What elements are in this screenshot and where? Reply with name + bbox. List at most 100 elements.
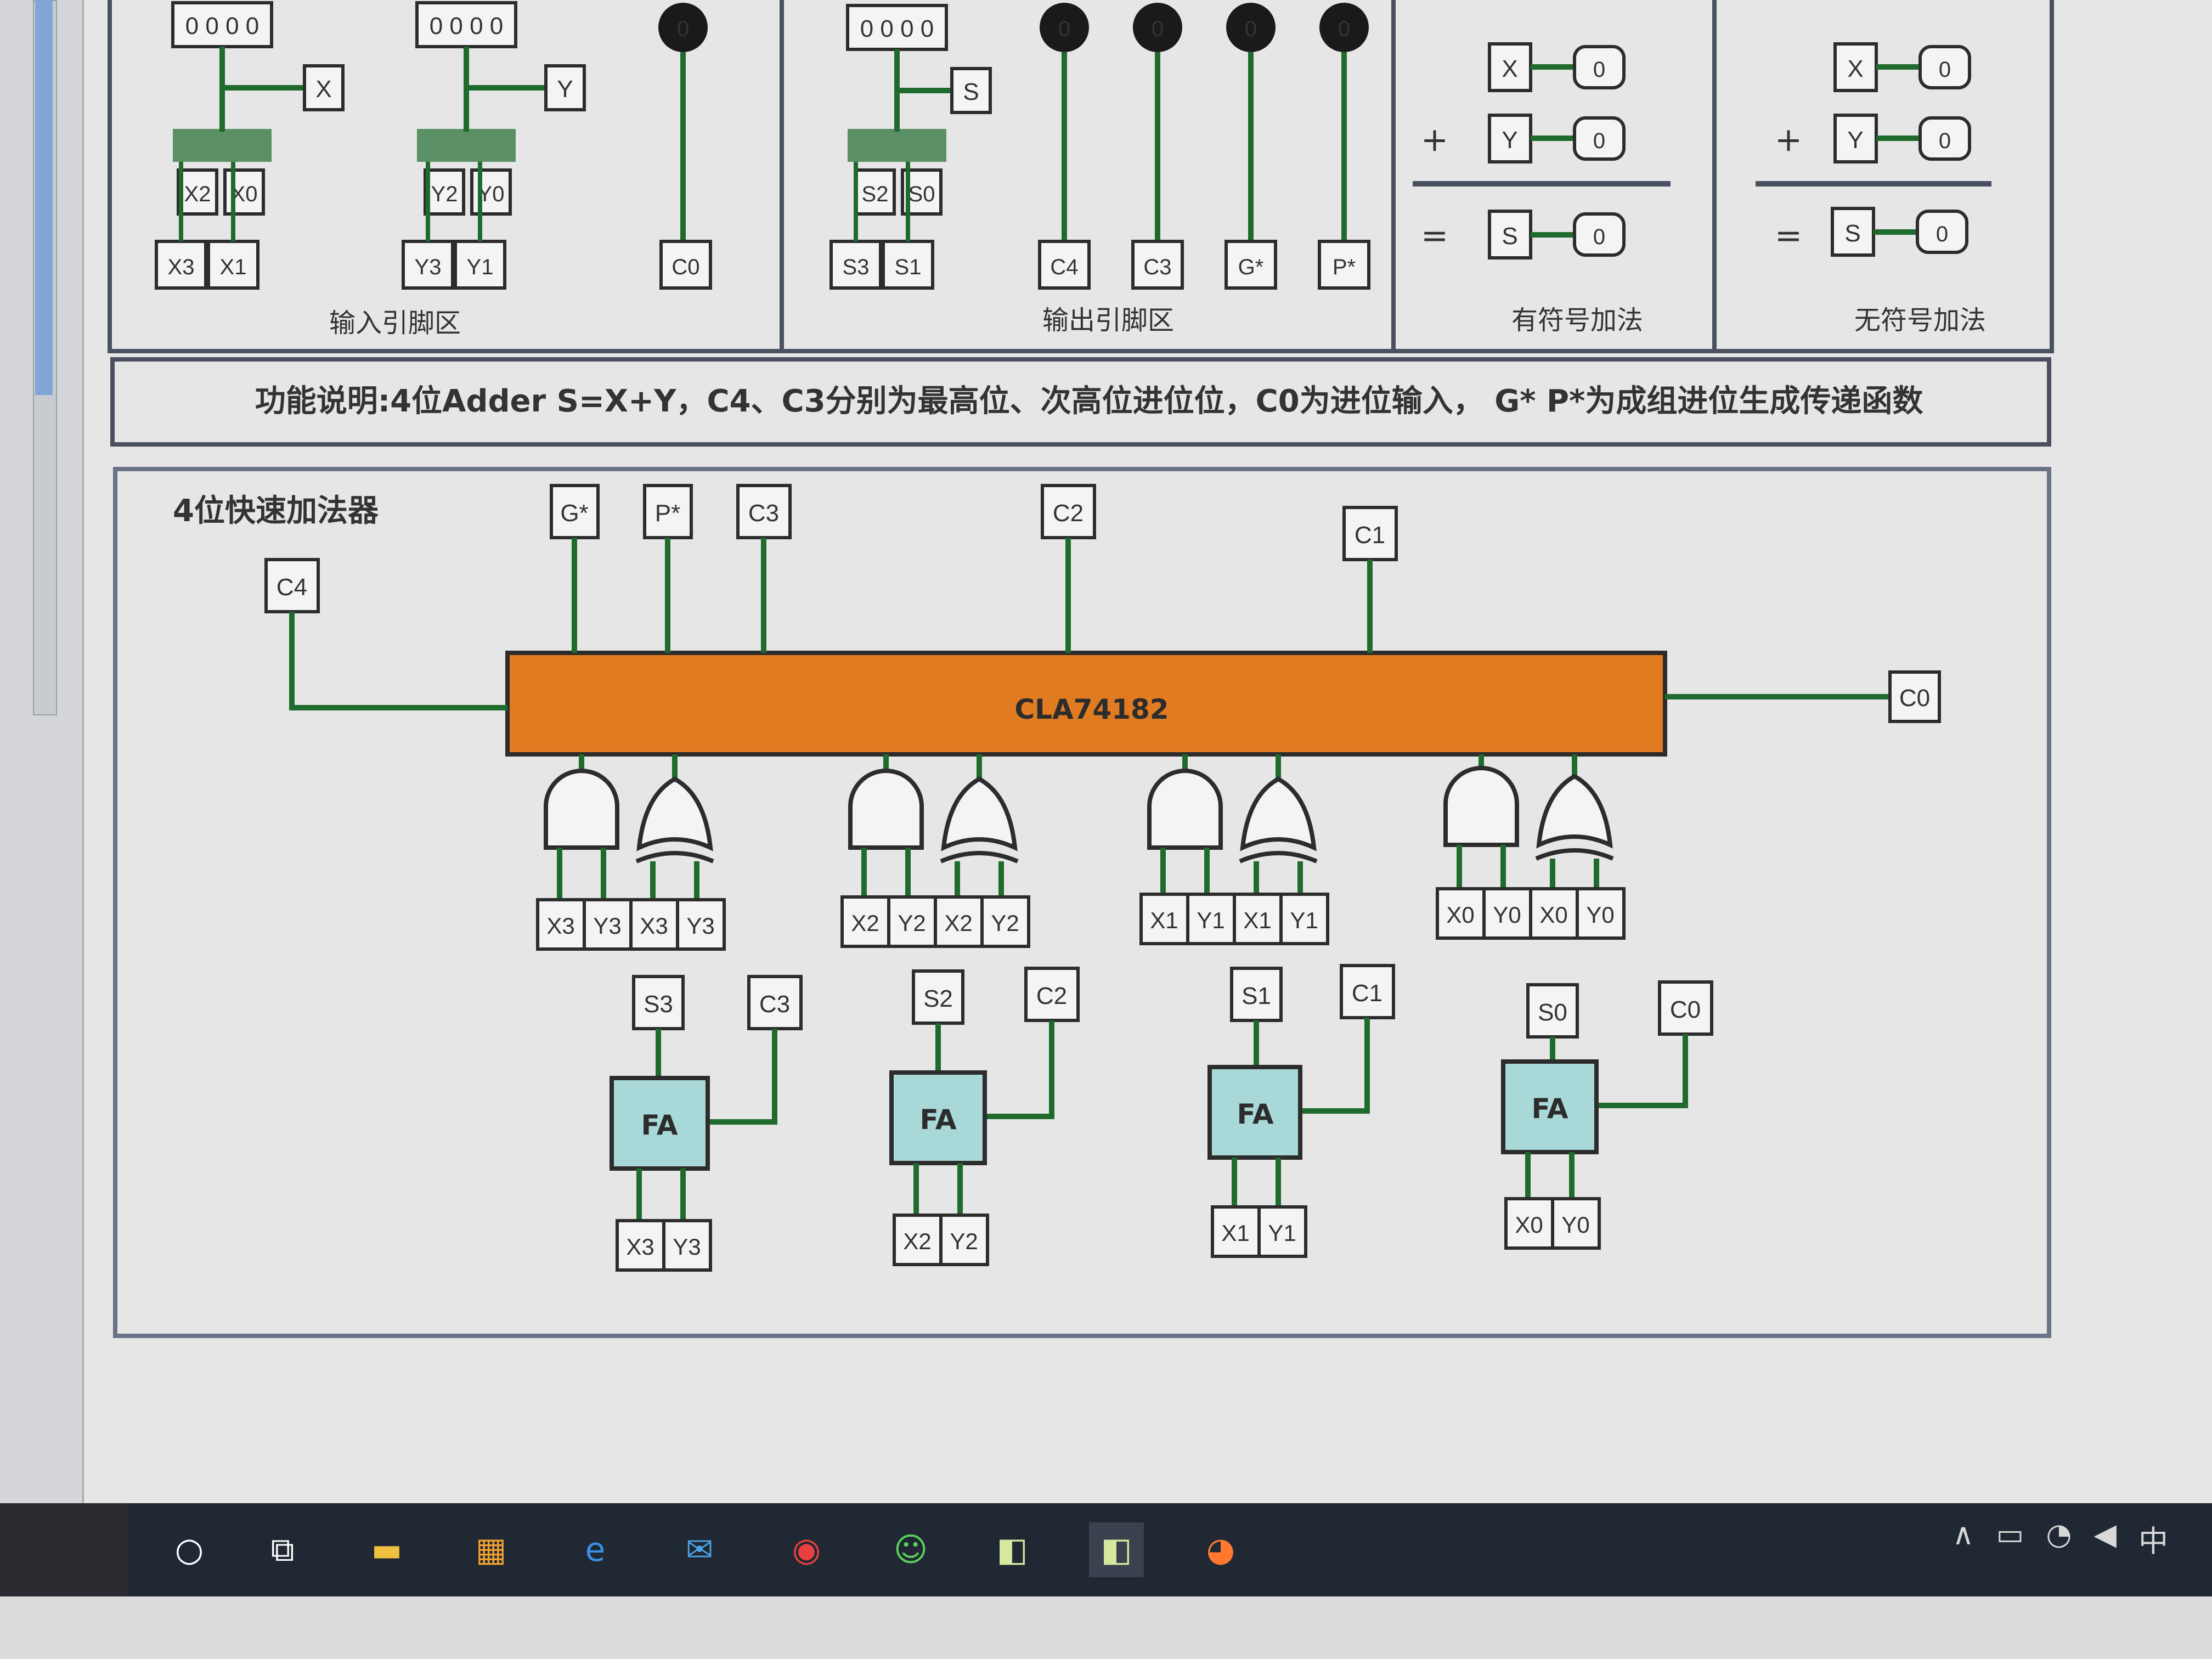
- svg-text:Y[interactable]: Y: [1502, 127, 1517, 154]
- s-bus-display[interactable]: 0 0 0 0: [860, 15, 934, 42]
- svg-text:X1: X1: [1243, 907, 1271, 933]
- mail-icon[interactable]: ✉: [685, 1531, 714, 1569]
- svg-text:0: 0: [1593, 129, 1605, 153]
- svg-text:X2[interactable]: X2: [184, 182, 211, 206]
- left-sidebar: [0, 0, 84, 1503]
- svg-text:Y3[interactable]: Y3: [415, 255, 442, 279]
- svg-text:Y2: Y2: [898, 910, 926, 936]
- ime-indicator[interactable]: 中: [2138, 1524, 2168, 1559]
- fa-block[interactable]: [610, 1076, 710, 1171]
- svg-text:=: =: [1421, 217, 1448, 255]
- probe-c4[interactable]: 0 C4: [1038, 3, 1091, 290]
- svg-text:X[interactable]: X: [1847, 55, 1863, 82]
- svg-text:Y1[interactable]: Y1: [467, 255, 494, 279]
- probe-p[interactable]: 0 P*: [1318, 3, 1370, 290]
- svg-text:C0[interactable]: C0: [672, 255, 699, 279]
- svg-text:Y0: Y0: [1561, 1212, 1589, 1238]
- svg-text:P*: P*: [1333, 255, 1356, 279]
- store-icon[interactable]: ▦: [475, 1531, 507, 1569]
- s-output-pin[interactable]: S: [963, 78, 979, 105]
- svg-text:0: 0: [677, 17, 689, 41]
- svg-text:X2: X2: [903, 1228, 931, 1254]
- task-view-icon[interactable]: ⧉: [270, 1531, 295, 1569]
- and-gate[interactable]: [848, 769, 924, 850]
- and-gate[interactable]: [1443, 766, 1519, 847]
- svg-text:0: 0: [1593, 225, 1605, 249]
- chevron-up-icon[interactable]: ∧: [1952, 1517, 1974, 1551]
- svg-text:X3[interactable]: X3: [168, 255, 195, 279]
- svg-text:C2[interactable]: C2: [1036, 983, 1067, 1009]
- y-input-pin[interactable]: Y: [557, 76, 573, 103]
- svg-text:Y2: Y2: [991, 910, 1019, 936]
- probe-g[interactable]: 0 G*: [1224, 3, 1277, 290]
- svg-text:S[interactable]: S: [1844, 220, 1860, 247]
- pin-c1[interactable]: C1: [1355, 522, 1385, 549]
- battery-icon[interactable]: ▭: [1996, 1517, 2024, 1551]
- svg-text:Y[interactable]: Y: [1847, 127, 1863, 154]
- full-adder-1: S1 C1 FA X1 Y1: [1207, 964, 1395, 1258]
- signed-add-label: 有符号加法: [1511, 305, 1643, 336]
- xor-gate[interactable]: [1240, 776, 1317, 851]
- input-pins-section: 0 0 0 0 0 0 0 0 X X2 X0 X3 X1 Y: [155, 1, 712, 338]
- svg-text:S1[interactable]: S1: [895, 255, 922, 279]
- full-adder-3: S3 C3 FA X3 Y3: [610, 975, 803, 1272]
- fa-block[interactable]: [889, 1070, 987, 1165]
- cla74182-chip[interactable]: [505, 651, 1667, 757]
- svg-text:C1[interactable]: C1: [1352, 980, 1383, 1007]
- pin-c3[interactable]: C3: [748, 500, 779, 527]
- fa-block[interactable]: [1207, 1065, 1302, 1160]
- svg-text:S0[interactable]: S0: [909, 182, 935, 206]
- description-box: [110, 357, 2051, 447]
- adder-title: 4位快速加法器: [173, 493, 379, 529]
- netease-music-icon[interactable]: ◉: [792, 1531, 821, 1569]
- unsigned-add-section: X 0 + Y 0 = S 0 无符号加法: [1756, 42, 1991, 336]
- svg-text:S2[interactable]: S2: [923, 985, 953, 1012]
- gate-group-1: X1 Y1 X1 Y1: [1139, 754, 1329, 945]
- y-bus-display[interactable]: 0 0 0 0: [430, 13, 504, 40]
- svg-text:X1: X1: [1150, 907, 1178, 933]
- pin-c0[interactable]: C0: [1899, 685, 1930, 712]
- svg-text:X1[interactable]: X1: [220, 255, 247, 279]
- pin-c2[interactable]: C2: [1053, 500, 1084, 527]
- xor-gate[interactable]: [1536, 774, 1613, 849]
- svg-text:X[interactable]: X: [1502, 55, 1517, 82]
- svg-text:C0[interactable]: C0: [1670, 996, 1701, 1023]
- svg-text:X3: X3: [546, 913, 574, 939]
- logisim-icon[interactable]: ◧: [996, 1531, 1028, 1569]
- file-explorer-icon[interactable]: ▬: [371, 1531, 403, 1569]
- x-bus-display[interactable]: 0 0 0 0: [185, 13, 259, 40]
- search-circle-icon[interactable]: ○: [174, 1531, 204, 1569]
- svg-text:C3[interactable]: C3: [759, 991, 790, 1018]
- logisim-active-icon[interactable]: ◧: [1089, 1522, 1144, 1577]
- svg-text:X0: X0: [1515, 1212, 1543, 1238]
- svg-text:S3[interactable]: S3: [644, 991, 673, 1018]
- scrollbar-thumb[interactable]: [35, 0, 53, 395]
- and-gate[interactable]: [544, 769, 619, 850]
- wechat-icon[interactable]: ☺: [893, 1531, 928, 1569]
- svg-text:S2[interactable]: S2: [862, 182, 889, 206]
- svg-text:S3[interactable]: S3: [843, 255, 870, 279]
- fa-block[interactable]: [1501, 1059, 1599, 1154]
- svg-text:+: +: [1775, 121, 1802, 159]
- svg-text:X2: X2: [944, 910, 972, 936]
- svg-text:0: 0: [1593, 58, 1605, 82]
- edge-icon[interactable]: e: [585, 1531, 606, 1569]
- svg-text:S[interactable]: S: [1502, 223, 1517, 250]
- and-gate[interactable]: [1147, 769, 1223, 850]
- xor-gate[interactable]: [636, 776, 713, 851]
- network-icon[interactable]: ◔: [2046, 1517, 2072, 1551]
- volume-icon[interactable]: ◀: [2094, 1517, 2117, 1551]
- probe-c3[interactable]: 0 C3: [1131, 3, 1184, 290]
- svg-text:Y0: Y0: [1586, 902, 1614, 928]
- svg-text:S1[interactable]: S1: [1242, 983, 1271, 1009]
- gate-group-2: X2 Y2 X2 Y2: [840, 754, 1030, 948]
- pin-g[interactable]: G*: [560, 500, 588, 527]
- pin-p[interactable]: P*: [655, 500, 680, 527]
- xor-gate[interactable]: [941, 776, 1018, 851]
- firefox-icon[interactable]: ◕: [1206, 1531, 1235, 1569]
- svg-text:S0[interactable]: S0: [1538, 999, 1567, 1026]
- pin-c4[interactable]: C4: [276, 574, 307, 601]
- x-input-pin[interactable]: X: [315, 76, 331, 103]
- svg-text:Y2[interactable]: Y2: [431, 182, 458, 206]
